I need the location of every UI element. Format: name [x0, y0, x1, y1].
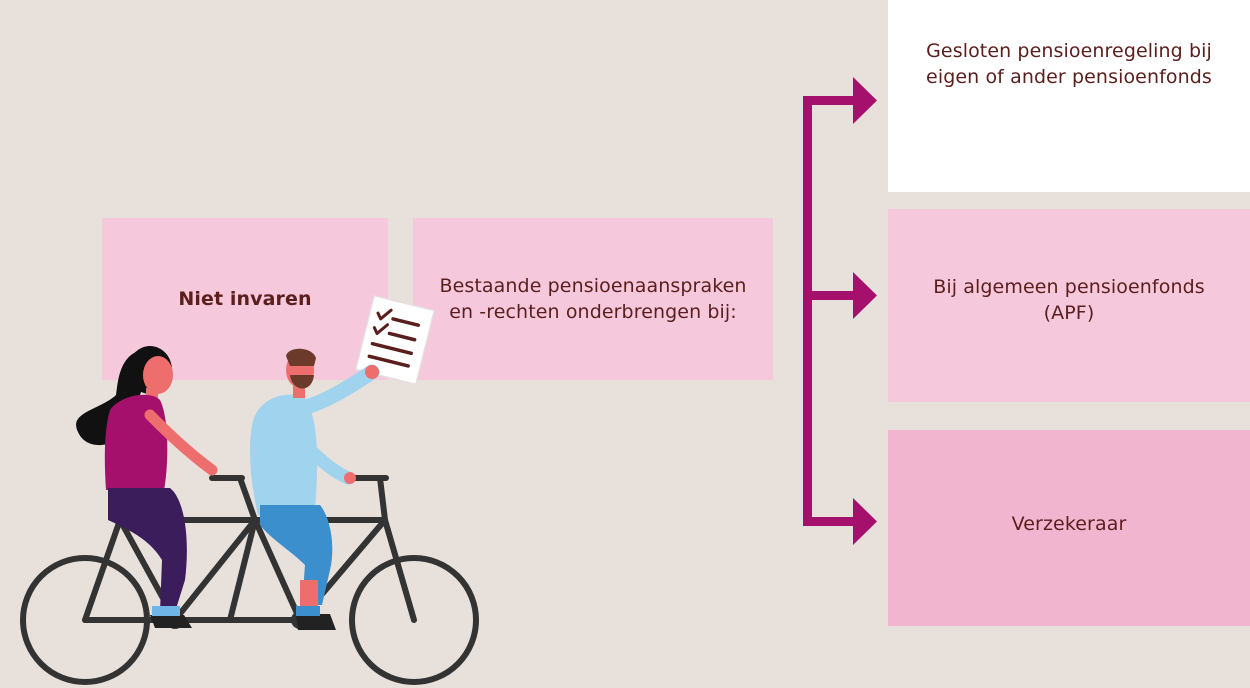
option-closed-scheme-label: Gesloten pensioenregeling bij eigen of a…: [926, 40, 1212, 88]
option-closed-scheme-box: Gesloten pensioenregeling bij eigen of a…: [888, 0, 1250, 192]
not-invaren-label: Niet invaren: [178, 288, 312, 310]
connector-arm-bottom: [803, 517, 857, 526]
option-insurer-label: Verzekeraar: [1011, 513, 1127, 535]
option-apf-label: Bij algemeen pensioenfonds (APF): [933, 275, 1205, 324]
connector-vertical-line: [803, 96, 812, 526]
option-apf-box: Bij algemeen pensioenfonds (APF): [888, 209, 1250, 402]
connector-arm-middle: [803, 291, 857, 300]
transfer-rights-label: Bestaande pensioenaanspraken en -rechten…: [439, 275, 747, 323]
front-wheel: [349, 555, 479, 685]
arrow-head-middle: [853, 272, 877, 319]
arrow-head-bottom: [853, 498, 877, 545]
connector-arm-top: [803, 96, 857, 105]
checklist-document-icon: [354, 294, 436, 386]
man-rider: [250, 348, 380, 630]
arrow-head-top: [853, 77, 877, 124]
branch-connector: [803, 77, 877, 545]
option-insurer-box: Verzekeraar: [888, 430, 1250, 626]
woman-rider: [76, 346, 218, 628]
not-invaren-box: Niet invaren: [102, 218, 388, 380]
transfer-rights-box: Bestaande pensioenaanspraken en -rechten…: [413, 218, 773, 380]
